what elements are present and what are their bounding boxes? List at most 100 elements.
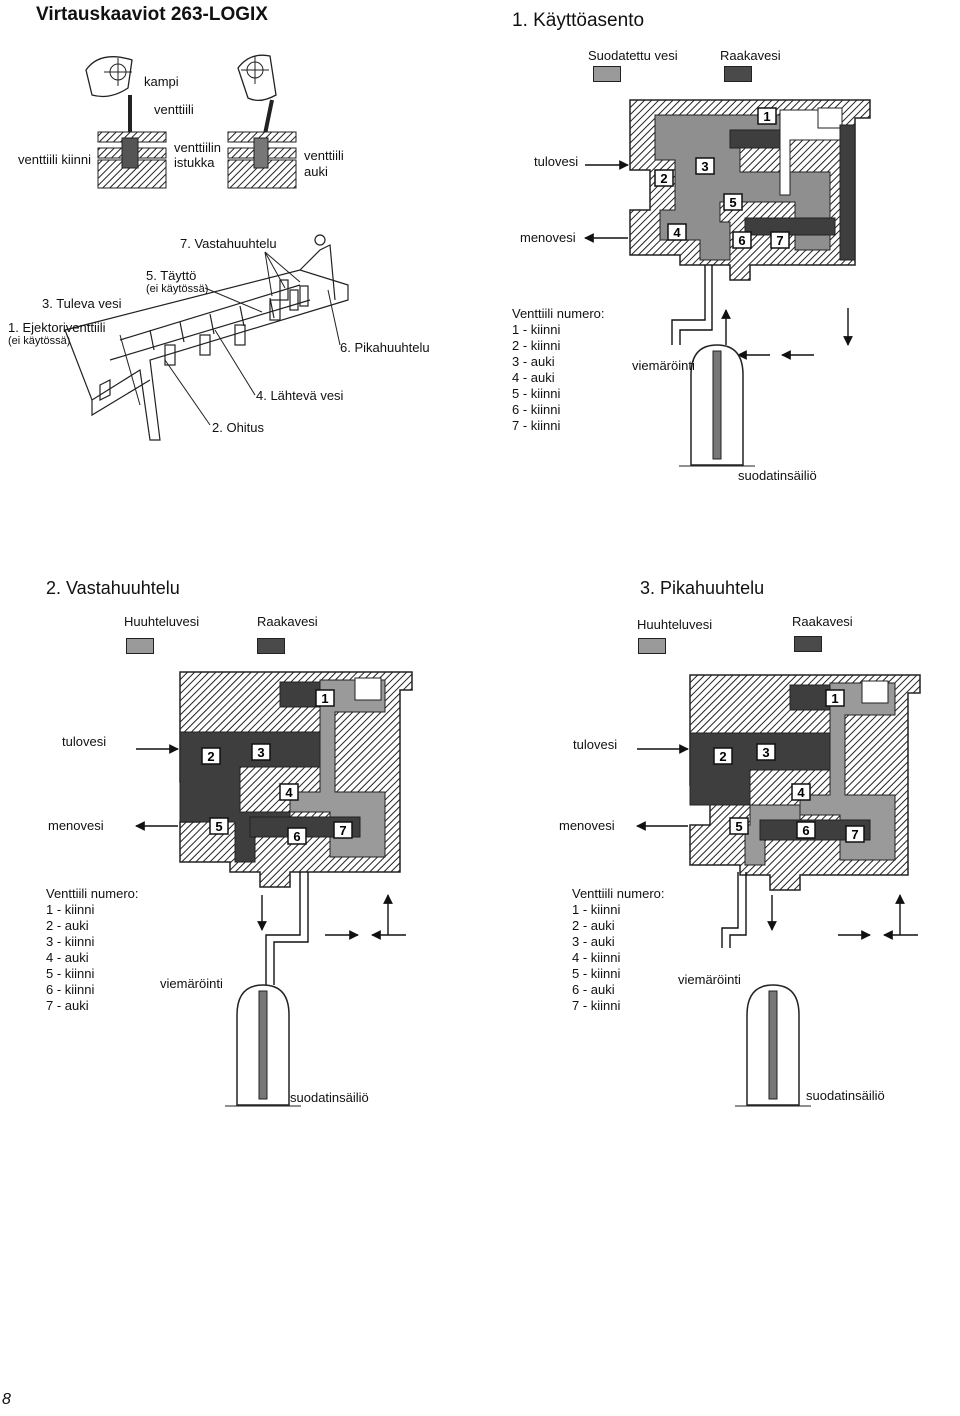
label-venttiili: venttiili bbox=[154, 102, 194, 117]
panel3-valve-state-1: 1 - kiinni bbox=[572, 902, 621, 917]
panel3-valve-state-2: 2 - auki bbox=[572, 918, 615, 933]
panel3-tank-label: suodatinsäiliö bbox=[806, 1088, 885, 1103]
callout-5-note: (ei käytössä) bbox=[146, 283, 209, 295]
callout-3: 3. Tuleva vesi bbox=[42, 296, 122, 311]
panel3-valve-number-label: 5 bbox=[735, 819, 742, 834]
callout-6: 6. Pikahuuhtelu bbox=[340, 340, 430, 355]
panel1-valve-list: Venttiili numero: 1 - kiinni 2 - kiinni … bbox=[512, 306, 605, 434]
panel3-valve-number-label: 2 bbox=[719, 749, 726, 764]
panel1-valve-number-6: 6 bbox=[732, 231, 752, 249]
panel2-schematic bbox=[179, 671, 413, 888]
panel1-drain-label: viemäröinti bbox=[632, 358, 695, 373]
panel2-title: 2. Vastahuuhtelu bbox=[46, 578, 180, 598]
panel2-valve-state-4: 4 - auki bbox=[46, 950, 89, 965]
panel3-valve-number-1: 1 bbox=[825, 689, 845, 707]
panel1-valve-state-2: 2 - kiinni bbox=[512, 338, 561, 353]
panel2-valve-number-label: 6 bbox=[293, 829, 300, 844]
panel2-valve-state-1: 1 - kiinni bbox=[46, 902, 95, 917]
valve-closed-sketch bbox=[85, 56, 167, 189]
callout-2: 2. Ohitus bbox=[212, 420, 265, 435]
panel1-tank-label: suodatinsäiliö bbox=[738, 468, 817, 483]
panel3-valve-number-7: 7 bbox=[845, 825, 865, 843]
panel3-valve-number-label: 7 bbox=[851, 827, 858, 842]
panel2-tank-label: suodatinsäiliö bbox=[290, 1090, 369, 1105]
callout-1-note: (ei käytössä) bbox=[8, 335, 71, 347]
panel1-legend-label-0: Suodatettu vesi bbox=[588, 48, 678, 63]
label-valve-open-1: venttiili bbox=[304, 148, 344, 163]
label-valve-seat-1: venttiilin bbox=[174, 140, 221, 155]
panel2-legend-label-1: Raakavesi bbox=[257, 614, 318, 629]
panel3-valve-number-2: 2 bbox=[713, 747, 733, 765]
panel3-valve-number-label: 6 bbox=[802, 823, 809, 838]
callout-1: 1. Ejektoriventtiili bbox=[8, 320, 106, 335]
panel2-valve-number-6: 6 bbox=[287, 827, 307, 845]
panel1-valve-state-4: 4 - auki bbox=[512, 370, 555, 385]
panel1-legend-label-1: Raakavesi bbox=[720, 48, 781, 63]
panel2-valve-number-label: 7 bbox=[339, 823, 346, 838]
label-valve-open-2: auki bbox=[304, 164, 328, 179]
panel2-valve-list: Venttiili numero: 1 - kiinni 2 - auki 3 … bbox=[46, 886, 139, 1014]
panel2-valve-number-label: 4 bbox=[285, 785, 293, 800]
label-valve-closed: venttiili kiinni bbox=[18, 152, 91, 167]
panel1-valve-heading: Venttiili numero: bbox=[512, 306, 605, 321]
panel1-valve-number-5: 5 bbox=[723, 193, 743, 211]
panel3-valve-number-label: 1 bbox=[831, 691, 838, 706]
panel3-outlet-label: menovesi bbox=[559, 818, 615, 833]
panel3-legend-swatch-1 bbox=[794, 636, 822, 652]
panel3-arrows bbox=[636, 744, 918, 948]
label-valve-seat-2: istukka bbox=[174, 155, 215, 170]
panel3-valve-heading: Venttiili numero: bbox=[572, 886, 665, 901]
valve-body-sketch bbox=[64, 234, 349, 441]
panel1-valve-number-label: 7 bbox=[776, 233, 783, 248]
panel2-valve-number-label: 3 bbox=[257, 745, 264, 760]
callout-7: 7. Vastahuuhtelu bbox=[180, 236, 277, 251]
panel3-filter-tank bbox=[734, 984, 812, 1107]
page-number: 8 bbox=[2, 1391, 11, 1408]
panel2-valve-heading: Venttiili numero: bbox=[46, 886, 139, 901]
panel2-legend-label-0: Huuhteluvesi bbox=[124, 614, 200, 629]
panel1-valve-number-3: 3 bbox=[695, 157, 715, 175]
panel1-valve-state-3: 3 - auki bbox=[512, 354, 555, 369]
panel3-valve-state-7: 7 - kiinni bbox=[572, 998, 621, 1013]
panel2-valve-state-2: 2 - auki bbox=[46, 918, 89, 933]
panel1-valve-number-label: 2 bbox=[660, 171, 667, 186]
panel1-valve-number-label: 3 bbox=[701, 159, 708, 174]
panel3-valve-number-label: 3 bbox=[762, 745, 769, 760]
panel2-legend-swatch-1 bbox=[257, 638, 285, 654]
panel2-arrows bbox=[135, 744, 406, 985]
panel3-valve-number-5: 5 bbox=[729, 817, 749, 835]
panel2-valve-number-5: 5 bbox=[209, 817, 229, 835]
panel2-valve-number-1: 1 bbox=[315, 689, 335, 707]
panel1-valve-number-7: 7 bbox=[770, 231, 790, 249]
panel2-valve-number-4: 4 bbox=[279, 783, 299, 801]
panel3-valve-state-6: 6 - auki bbox=[572, 982, 615, 997]
panel1-valve-number-label: 4 bbox=[673, 225, 681, 240]
panel2-valve-number-7: 7 bbox=[333, 821, 353, 839]
panel1-valve-state-5: 5 - kiinni bbox=[512, 386, 561, 401]
panel1-valve-state-1: 1 - kiinni bbox=[512, 322, 561, 337]
panel3-drain-label: viemäröinti bbox=[678, 972, 741, 987]
panel2-valve-number-2: 2 bbox=[201, 747, 221, 765]
panel1-valve-number-2: 2 bbox=[654, 169, 674, 187]
panel1-valve-number-4: 4 bbox=[667, 223, 687, 241]
panel2-valve-number-label: 5 bbox=[215, 819, 222, 834]
panel2-valve-number-label: 2 bbox=[207, 749, 214, 764]
panel1-valve-number-label: 1 bbox=[763, 109, 770, 124]
panel3-title: 3. Pikahuuhtelu bbox=[640, 578, 765, 598]
callout-4: 4. Lähtevä vesi bbox=[256, 388, 344, 403]
panel2-valve-state-3: 3 - kiinni bbox=[46, 934, 95, 949]
panel3-inlet-label: tulovesi bbox=[573, 737, 618, 752]
panel2-valve-number-label: 1 bbox=[321, 691, 328, 706]
panel2-drain-label: viemäröinti bbox=[160, 976, 223, 991]
panel3-valve-number-3: 3 bbox=[756, 743, 776, 761]
panel1-valve-state-6: 6 - kiinni bbox=[512, 402, 561, 417]
panel3-valve-state-5: 5 - kiinni bbox=[572, 966, 621, 981]
valve-open-sketch bbox=[227, 54, 297, 189]
panel1-valve-number-label: 6 bbox=[738, 233, 745, 248]
panel2-legend-swatch-0 bbox=[126, 638, 154, 654]
panel2-valve-state-5: 5 - kiinni bbox=[46, 966, 95, 981]
panel3-valve-state-3: 3 - auki bbox=[572, 934, 615, 949]
panel1-legend-swatch-1 bbox=[724, 66, 752, 82]
